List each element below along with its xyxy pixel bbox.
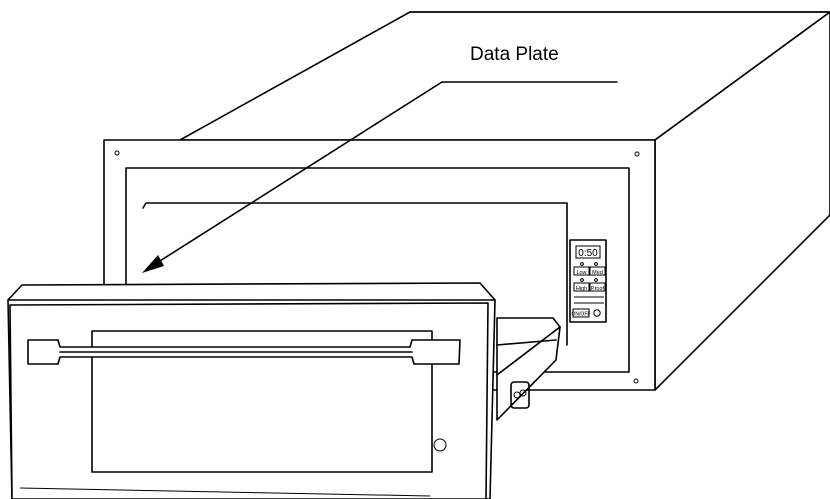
- data-plate-label: Data Plate: [470, 44, 559, 65]
- panel-display: 0:50: [578, 248, 598, 259]
- drawer-front: [7, 282, 496, 499]
- drawer-lock-knob: [433, 438, 447, 452]
- control-panel: 0:50 Low Med High Proof ON/OFF: [569, 239, 607, 323]
- panel-button-proof: Proof: [591, 286, 605, 292]
- drawer-slide-rail: [496, 317, 561, 421]
- panel-button-med: Med: [592, 270, 603, 276]
- drawer-handle: [27, 339, 461, 365]
- cabinet-housing: [179, 11, 830, 391]
- callout-arrowhead: [142, 255, 164, 273]
- panel-on-off: ON/OFF: [572, 312, 591, 318]
- panel-button-low: Low: [576, 270, 586, 276]
- data-plate-callout-leader: [142, 81, 618, 273]
- panel-button-high: High: [576, 286, 587, 292]
